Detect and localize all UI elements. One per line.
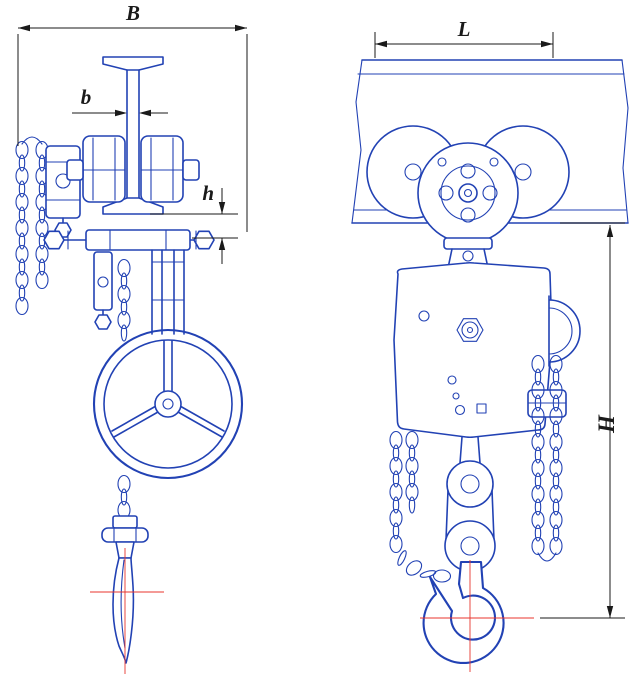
label-b: b — [81, 85, 92, 109]
front-view: L H — [351, 17, 629, 672]
dimension-H: H — [540, 222, 625, 619]
suspension-bracket — [443, 237, 493, 269]
hoist-body — [393, 261, 553, 439]
centerlines-front — [420, 560, 534, 672]
label-H: H — [594, 414, 619, 434]
load-chain-lower-side — [117, 474, 131, 520]
label-h: h — [202, 181, 214, 205]
hand-chain-front — [531, 354, 563, 562]
hoist-frame — [93, 249, 185, 335]
label-L: L — [457, 17, 471, 41]
i-beam-section — [102, 56, 164, 215]
hook-block — [444, 436, 496, 572]
trolley-crossbar — [43, 229, 215, 251]
side-view: B b h — [15, 1, 248, 674]
dimension-h: h — [150, 181, 238, 264]
dimension-L: L — [374, 17, 554, 58]
trolley-gear — [417, 142, 519, 244]
load-chain-front — [389, 430, 452, 583]
load-chain-upper-side — [117, 258, 131, 342]
dimension-B: B — [17, 1, 248, 232]
trolley-wheels-side — [66, 135, 200, 203]
hand-wheel — [92, 328, 244, 480]
centerlines-side — [90, 548, 164, 674]
dimension-b: b — [72, 85, 168, 117]
load-hook-front — [422, 560, 505, 664]
trolley-hand-chain — [15, 136, 49, 316]
label-B: B — [125, 1, 140, 25]
